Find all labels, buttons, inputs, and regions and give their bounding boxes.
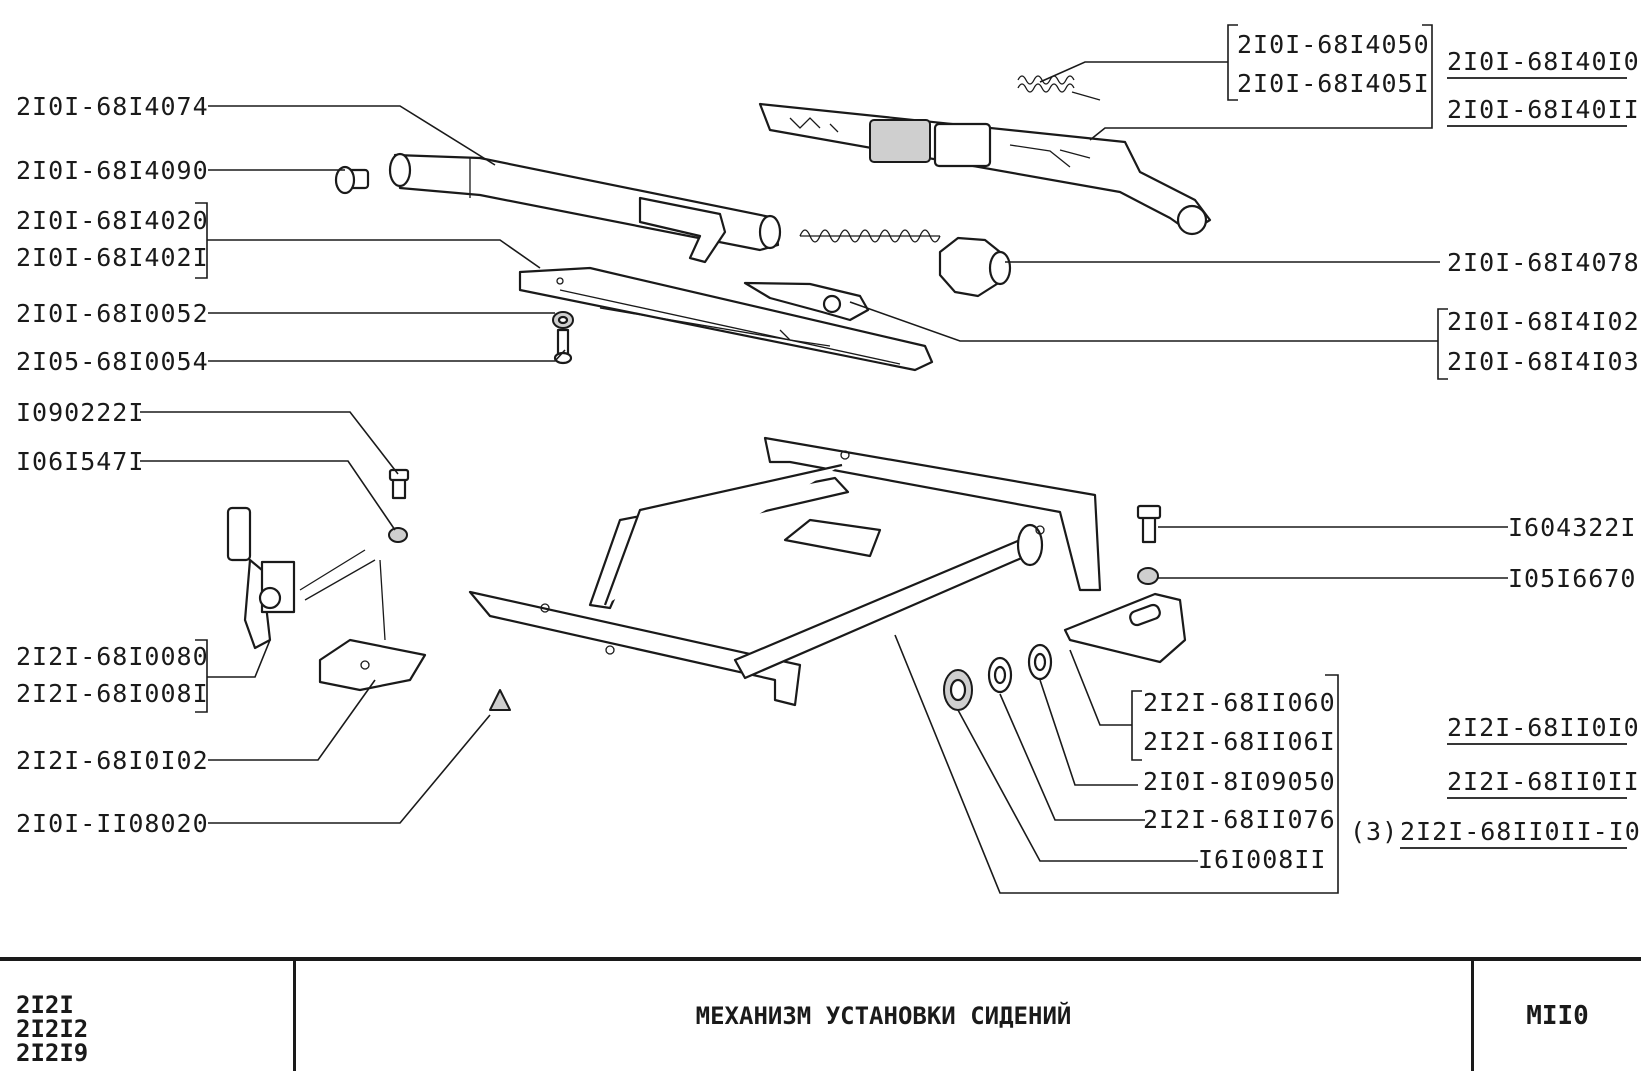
label-2121-6811076: 2I2I-68II076 [1143, 805, 1336, 834]
label-2121-6811010: 2I2I-68II0I0 [1447, 713, 1640, 742]
upper-slide-rail-part [758, 102, 1212, 236]
title-block: 2I2I 2I2I2 2I2I9 МЕХАНИЗМ УСТАНОВКИ СИДЕ… [0, 957, 1641, 1071]
model-code: 2I2I2 [16, 1015, 89, 1043]
bolt-small-part [388, 468, 410, 500]
label-2105-6810054: 2I05-68I0054 [16, 347, 209, 376]
seat-frame-part [468, 436, 1102, 707]
label-2101-6814051: 2I0I-68I405I [1237, 69, 1430, 98]
label-2101-6814090: 2I0I-68I4090 [16, 156, 209, 185]
label-10615471: I06I547I [16, 447, 144, 476]
models-cell: 2I2I 2I2I2 2I2I9 [0, 961, 296, 1071]
sheet-title: МЕХАНИЗМ УСТАНОВКИ СИДЕНИЙ [695, 1002, 1072, 1030]
cap-part [489, 689, 511, 711]
label-2101-6814020: 2I0I-68I4020 [16, 206, 209, 235]
nut-part [552, 311, 574, 329]
washers-part [943, 643, 1053, 711]
lower-slide-rail-part [518, 266, 934, 372]
label-2121-6811011: 2I2I-68II0II [1447, 767, 1640, 796]
label-2101-6814010: 2I0I-68I40I0 [1447, 47, 1640, 76]
label-2101-6814103: 2I0I-68I4I03 [1447, 347, 1640, 376]
adjuster-screw-part [799, 229, 1012, 298]
nut-right-part [1137, 567, 1159, 585]
label-2101-6814050: 2I0I-68I4050 [1237, 30, 1430, 59]
label-2121-6810081: 2I2I-68I008I [16, 679, 209, 708]
label-2121-6811060: 2I2I-68II060 [1143, 688, 1336, 717]
label-2101-1108020: 2I0I-II08020 [16, 809, 209, 838]
code-cell: MII0 [1474, 961, 1641, 1071]
spring-part [1017, 75, 1101, 101]
sheet-code: MII0 [1526, 1001, 1589, 1031]
label-2101-6814078: 2I0I-68I4078 [1447, 248, 1640, 277]
label-16043221: I604322I [1508, 513, 1636, 542]
label-2101-6814021: 2I0I-68I402I [16, 243, 209, 272]
pin-part [334, 165, 370, 195]
label-2101-6814102: 2I0I-68I4I02 [1447, 307, 1640, 336]
plate-part [318, 559, 427, 692]
models-list: 2I2I 2I2I2 2I2I9 [16, 993, 88, 1065]
label-2121-6810080: 2I2I-68I0080 [16, 642, 209, 671]
label-2101-6814074: 2I0I-68I4074 [16, 92, 209, 121]
model-code: 2I2I9 [16, 1039, 89, 1067]
label-2121-6811011-10: 2I2I-68II0II-I0 [1400, 817, 1641, 846]
leader-lines [140, 24, 1508, 894]
upper-tube-part [388, 152, 782, 264]
label-2101-8109050: 2I0I-8I09050 [1143, 767, 1336, 796]
label-10516670: I05I6670 [1508, 564, 1636, 593]
label-2121-6810102: 2I2I-68I0I02 [16, 746, 209, 775]
label-variant-prefix: (3) [1350, 817, 1398, 846]
bolt-right-part [1136, 504, 1162, 544]
title-cell: МЕХАНИЗМ УСТАНОВКИ СИДЕНИЙ [296, 961, 1474, 1071]
label-10902221: I090222I [16, 398, 144, 427]
lever-bracket-part [226, 506, 376, 650]
parts-diagram: 2I0I-68I4074 2I0I-68I4090 2I0I-68I4020 2… [16, 24, 1641, 894]
part-labels: 2I0I-68I4074 2I0I-68I4090 2I0I-68I4020 2… [16, 30, 1641, 874]
label-2101-6814011: 2I0I-68I40II [1447, 95, 1640, 124]
model-code: 2I2I [16, 991, 74, 1019]
nut-small-part [388, 527, 408, 543]
label-2101-6810052: 2I0I-68I0052 [16, 299, 209, 328]
label-2121-6811061: 2I2I-68II06I [1143, 727, 1336, 756]
latch-part [743, 281, 870, 322]
label-16100811: I6I008II [1198, 845, 1326, 874]
side-bracket-part [1063, 592, 1187, 664]
